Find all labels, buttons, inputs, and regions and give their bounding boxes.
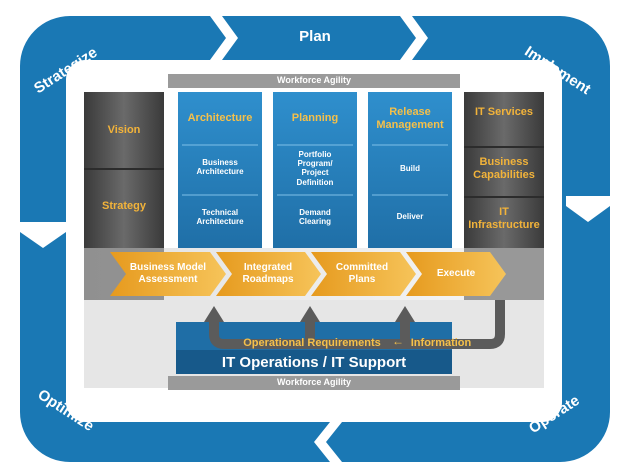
release-management-title: Release Management <box>376 106 444 131</box>
ring-label-plan: Plan <box>299 28 331 45</box>
flow-arrow-1 <box>110 252 226 296</box>
ring-chevrons <box>20 16 610 462</box>
right-pillar <box>464 92 544 248</box>
column-release <box>368 92 452 252</box>
operational-requirements-label: Operational Requirements <box>243 337 381 349</box>
column-architecture <box>178 92 262 252</box>
flow-arrow-2 <box>216 252 321 296</box>
flow-execute: Execute <box>436 268 476 279</box>
planning-title: Planning <box>291 112 339 124</box>
bottom-band-label: Workforce Agility <box>276 377 351 387</box>
bottom-band-shape <box>168 376 460 390</box>
top-band-label: Workforce Agility <box>276 75 351 85</box>
business-architecture-label: Business Architecture <box>196 158 244 177</box>
flow-business-model-assessment: Business Model Assessment <box>129 262 207 285</box>
feedback-arrow-glyph: ← <box>392 334 404 348</box>
architecture-title: Architecture <box>187 112 253 124</box>
vision-label: Vision <box>107 124 141 136</box>
top-band-shape <box>168 74 460 88</box>
it-operations-title: IT Operations / IT Support <box>221 354 407 371</box>
technical-architecture-label: Technical Architecture <box>196 208 244 227</box>
flow-arrow-3 <box>311 252 416 296</box>
business-capabilities-label: Business Capabilities <box>473 156 535 181</box>
portfolio-program-project-label: Portfolio Program/ Project Definition <box>296 150 334 187</box>
build-label: Build <box>400 164 420 173</box>
deliver-label: Deliver <box>396 212 424 221</box>
feedback-loop <box>209 300 505 349</box>
it-services-label: IT Services <box>474 106 534 118</box>
flow-arrow-4 <box>406 252 506 296</box>
flow-committed-plans: Committed Plans <box>335 262 389 285</box>
it-infrastructure-label: IT Infrastructure <box>468 206 540 231</box>
flow-integrated-roadmaps: Integrated Roadmaps <box>242 262 294 285</box>
demand-clearing-label: Demand Clearing <box>298 208 331 227</box>
strategy-label: Strategy <box>101 200 147 212</box>
information-label: Information <box>410 337 472 349</box>
process-ring <box>20 16 610 462</box>
column-planning <box>273 92 357 252</box>
